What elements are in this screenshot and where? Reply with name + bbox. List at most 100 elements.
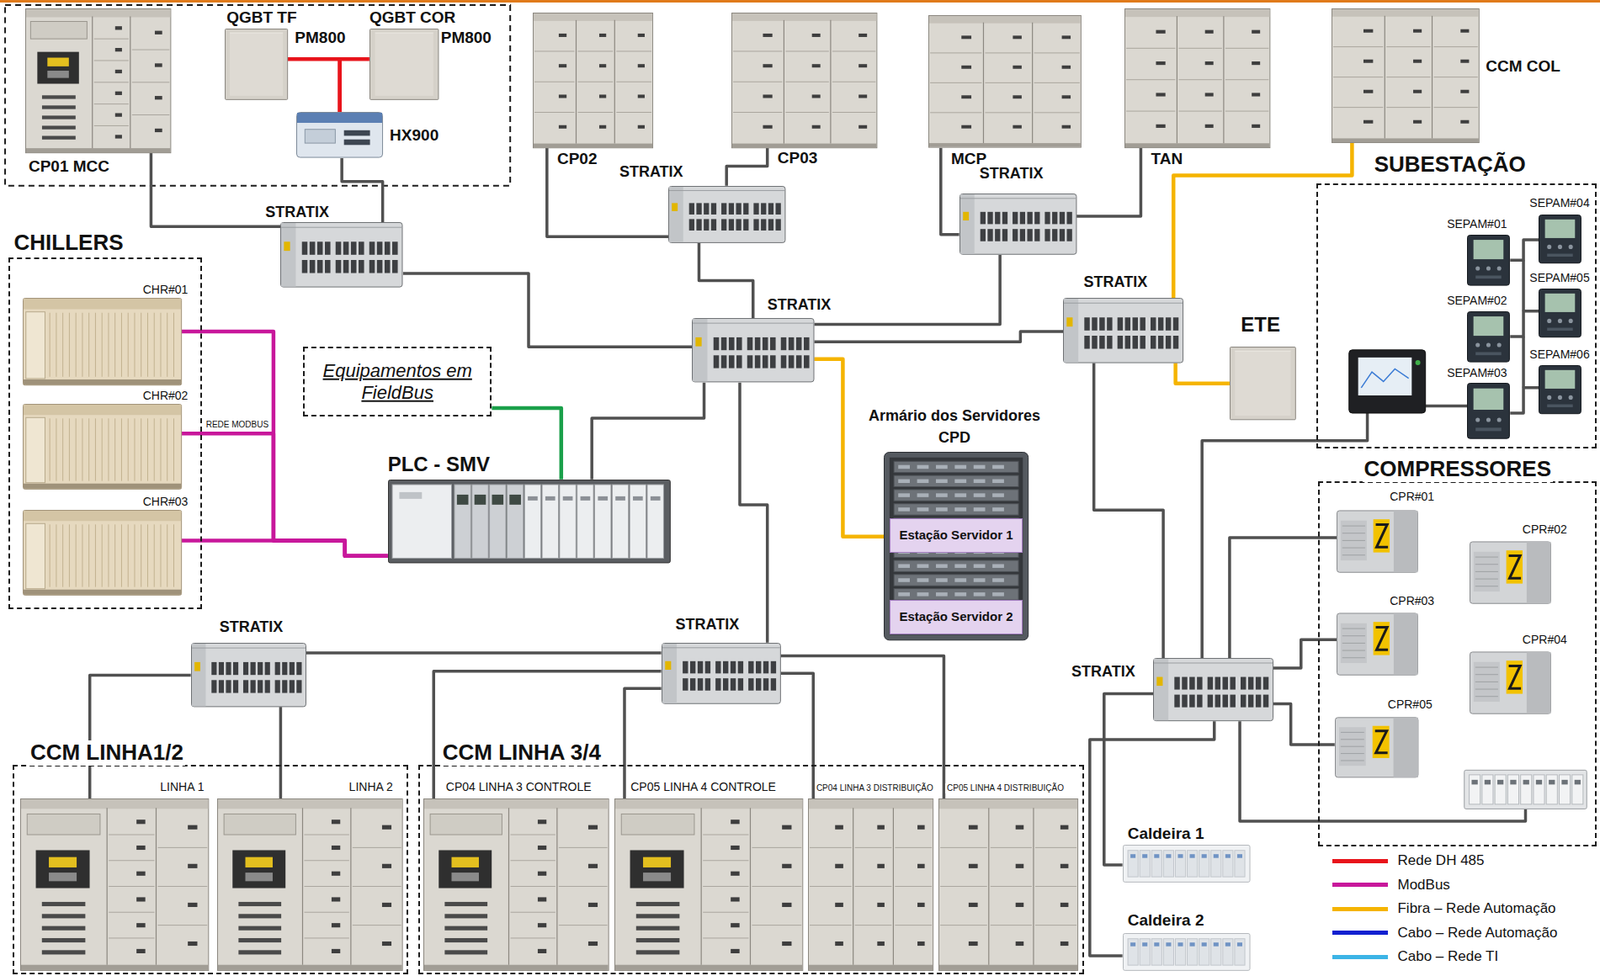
illustration-line [1342,650,1366,652]
illustration-line [751,847,802,849]
illustration-part [296,662,302,676]
illustration-part [737,661,743,675]
illustration-line [751,924,802,926]
illustration-line [1034,112,1080,114]
illustration-part [1189,943,1195,947]
network-cable [813,331,1064,342]
illustration-part [812,32,821,37]
device-illustration [369,28,439,101]
network-switch: STRATIX [959,193,1077,256]
illustration-line [510,912,556,914]
illustration-part [302,260,309,274]
illustration-line [88,313,90,378]
illustration-part [358,260,365,274]
illustration-line [575,19,577,144]
illustration-line [702,938,749,940]
illustration-part [1526,652,1552,714]
illustration-line [1434,46,1478,48]
illustration-part [594,484,611,559]
illustration-part [257,662,263,676]
illustration-line [191,647,306,649]
legend-item: Cabo – Rede Automação [1332,923,1559,944]
illustration-part [728,356,735,369]
illustration-part [1505,660,1522,694]
illustration-line [69,313,70,378]
network-cable [1201,441,1317,659]
protection-relay: SEPAM#02 [1467,311,1510,363]
illustration-part [187,864,197,869]
illustration-part [25,417,45,483]
illustration-part [239,914,282,920]
illustration-part [1174,695,1180,708]
illustration-part [1460,58,1469,63]
illustration-part [1153,854,1159,858]
illustration-part [1066,212,1072,225]
illustration-part [1546,244,1552,249]
illustration-part [233,680,239,693]
network-cable [181,433,389,556]
illustration-line [930,82,982,84]
illustration-line [1126,47,1175,49]
network-cable [1509,311,1539,337]
illustration-part [1486,265,1491,271]
illustration-part [1363,28,1373,32]
group-heading: SUBESTAÇÃO [1372,152,1528,178]
illustration-part [374,32,433,96]
device-illustration [1153,658,1274,722]
illustration-part [664,661,671,670]
illustration-part [225,680,231,693]
illustration-part [643,872,671,882]
illustration-line [662,647,781,649]
illustration-part [21,799,209,972]
illustration-part [245,857,273,868]
illustration-part [233,662,239,676]
illustration-line [510,938,556,940]
illustration-part [1494,775,1506,805]
fieldbus-note: Equipamentos em FieldBus [304,360,490,404]
illustration-part [629,484,646,559]
illustration-line [1342,539,1366,541]
equipment-group: CCM LINHA 3/4CP04 LINHA 3 CONTROLECP05 L… [418,765,1084,975]
illustration-part [296,680,302,693]
illustration-part [1062,65,1071,70]
illustration-line [534,80,575,82]
illustration-part [438,850,492,889]
illustration-line [1386,106,1430,108]
illustration-line [94,125,129,127]
illustration-line [508,808,510,966]
illustration-part [1142,854,1148,858]
illustration-part [1509,780,1516,786]
illustration-part [695,337,702,347]
illustration-part [671,202,678,212]
illustration-line [350,808,351,966]
illustration-part [239,926,282,931]
illustration-part [629,850,684,889]
illustration-part [331,845,341,851]
illustration-part [770,661,776,675]
illustration-line [153,418,155,481]
device-label: CPR#05 [1386,697,1435,712]
illustration-line [106,808,108,966]
illustration-line [616,111,652,113]
device-label: Caldeira 1 [1126,824,1207,844]
illustration-part [1251,29,1260,33]
illustration-part [1155,61,1165,65]
illustration-part [715,661,721,675]
network-cable [150,153,281,227]
illustration-part [239,938,282,943]
illustration-part [136,871,145,877]
illustration-part [1026,229,1032,243]
illustration-part [1132,335,1138,350]
illustration-line [159,524,161,587]
illustration-part [532,12,653,148]
illustration-part [537,949,547,954]
illustration-part [715,678,721,692]
illustration-part [1229,677,1235,691]
illustration-part [1559,775,1571,805]
illustration-part [893,489,1019,501]
network-cable [698,243,753,319]
illustration-part [858,124,867,128]
illustration-part [1234,850,1245,878]
illustration-part [1240,695,1246,708]
illustration-part [136,923,145,928]
